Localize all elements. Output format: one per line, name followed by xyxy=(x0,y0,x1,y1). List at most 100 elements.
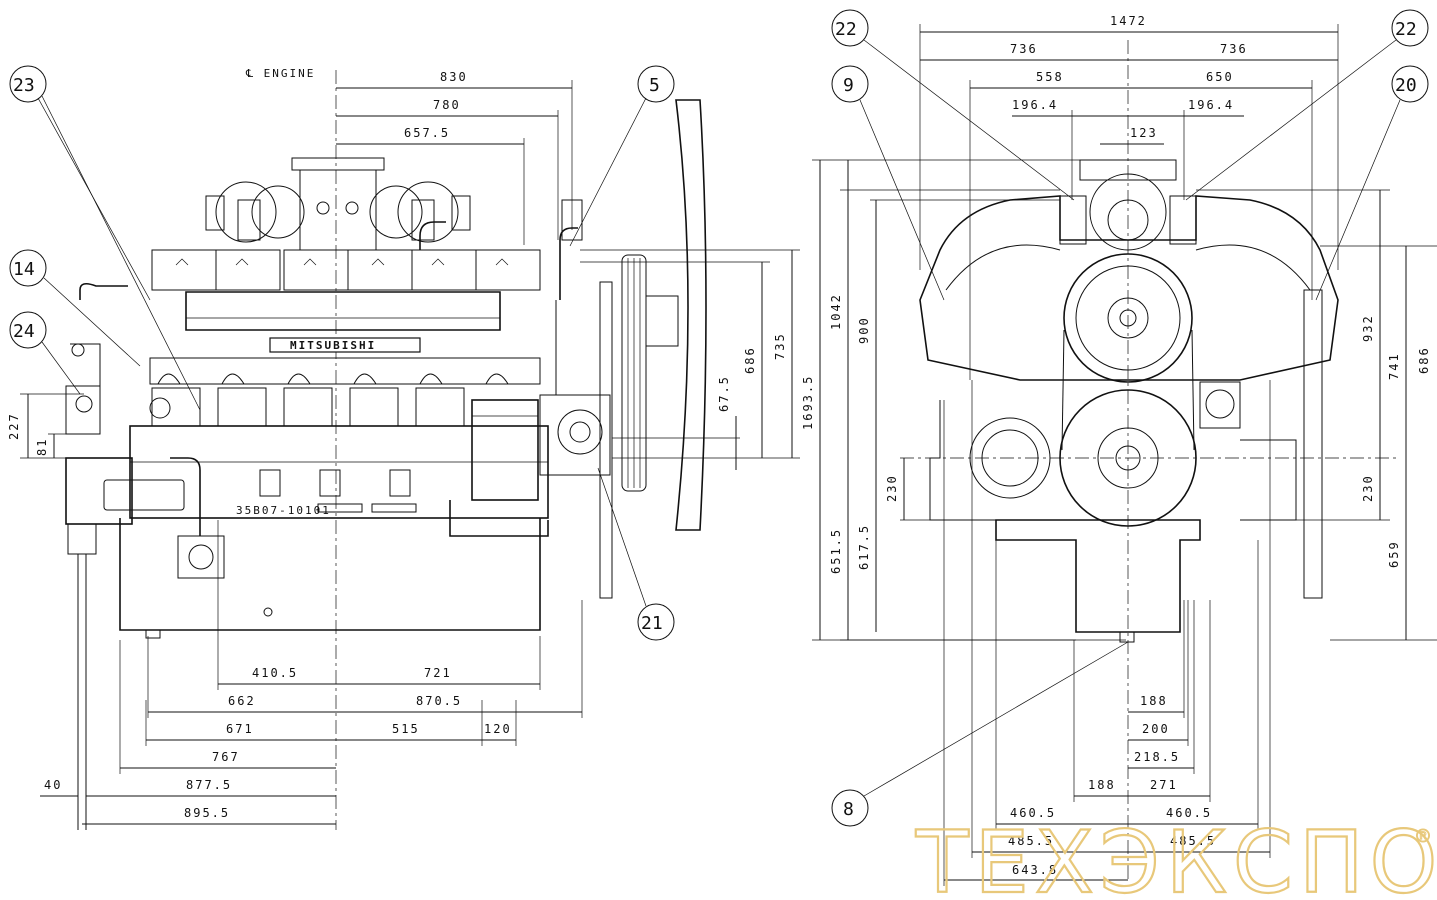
watermark: ТЕХЭКСПО ® xyxy=(914,812,1437,900)
crank-pulley xyxy=(599,254,647,599)
dim-558: 558 xyxy=(1036,70,1064,84)
svg-text:14: 14 xyxy=(13,259,35,280)
dim-895-5: 895.5 xyxy=(184,806,230,820)
callout-22-left: 22 xyxy=(831,9,1075,201)
callout-9: 9 xyxy=(831,65,945,301)
dim-123: 123 xyxy=(1130,126,1158,140)
dim-515: 515 xyxy=(392,722,420,736)
dim-485-5-right: 485.5 xyxy=(1170,834,1216,848)
front-left-pump xyxy=(969,417,1051,499)
front-crank-pulley xyxy=(1059,389,1197,527)
oil-filter-flange xyxy=(177,535,225,579)
dim-741: 741 xyxy=(1387,352,1401,380)
dim-460-5-left: 460.5 xyxy=(1010,806,1056,820)
dim-721: 721 xyxy=(424,666,452,680)
dim-780: 780 xyxy=(433,98,461,112)
fan-drive-pulley xyxy=(1063,253,1193,383)
water-pump-housing xyxy=(539,394,611,476)
dim-227: 227 xyxy=(7,412,21,440)
svg-text:20: 20 xyxy=(1395,75,1417,96)
dim-662: 662 xyxy=(228,694,256,708)
brand-plate xyxy=(269,337,421,353)
dim-460-5-right: 460.5 xyxy=(1166,806,1212,820)
front-view: 1472 736 736 558 650 196.4 196.4 123 xyxy=(812,9,1437,886)
svg-text:23: 23 xyxy=(13,75,35,96)
crankcase xyxy=(129,425,549,519)
dim-830: 830 xyxy=(440,70,468,84)
dim-650: 650 xyxy=(1206,70,1234,84)
front-exhaust-flange xyxy=(1079,159,1177,181)
dim-617-5: 617.5 xyxy=(857,524,871,570)
dim-671: 671 xyxy=(226,722,254,736)
callout-20: 20 xyxy=(1315,65,1429,301)
dim-932: 932 xyxy=(1361,314,1375,342)
dim-410-5: 410.5 xyxy=(252,666,298,680)
dim-870-5: 870.5 xyxy=(416,694,462,708)
dim-651-5: 651.5 xyxy=(829,528,843,574)
callout-22-right: 22 xyxy=(1185,9,1429,201)
dim-900: 900 xyxy=(857,316,871,344)
callout-23: 23 xyxy=(9,65,201,411)
heat-exchanger xyxy=(471,399,539,501)
dim-40: 40 xyxy=(44,778,62,792)
side-view: ℄ ENGINE 830 780 657.5 xyxy=(7,65,815,830)
dim-767: 767 xyxy=(212,750,240,764)
governor-actuator xyxy=(65,343,171,435)
svg-text:22: 22 xyxy=(1395,19,1417,40)
dim-230-left: 230 xyxy=(885,474,899,502)
callout-5: 5 xyxy=(569,65,675,247)
dim-736-right: 736 xyxy=(1220,42,1248,56)
dim-81: 81 xyxy=(35,438,49,456)
watermark-registered-mark: ® xyxy=(1414,826,1432,847)
dim-188-left: 188 xyxy=(1088,778,1116,792)
callout-14: 14 xyxy=(9,249,141,367)
dim-735: 735 xyxy=(773,332,787,360)
dim-736-left: 736 xyxy=(1010,42,1038,56)
turbocharger-right xyxy=(369,181,471,243)
dim-877-5: 877.5 xyxy=(186,778,232,792)
flywheel-housing xyxy=(65,457,133,525)
dim-230-right: 230 xyxy=(1361,474,1375,502)
dim-218-5: 218.5 xyxy=(1134,750,1180,764)
front-oil-pan xyxy=(995,519,1201,633)
dim-67-5: 67.5 xyxy=(717,375,731,412)
intake-manifold xyxy=(185,291,501,331)
starter-motor xyxy=(103,479,185,511)
dim-196-4-left: 196.4 xyxy=(1012,98,1058,112)
svg-text:24: 24 xyxy=(13,321,35,342)
watermark-text: ТЕХЭКСПО xyxy=(915,813,1437,900)
dim-271: 271 xyxy=(1150,778,1178,792)
engine-vee-banks xyxy=(919,195,1339,381)
dim-657-5: 657.5 xyxy=(404,126,450,140)
dim-1042: 1042 xyxy=(829,293,843,330)
svg-text:5: 5 xyxy=(649,75,660,96)
rocker-covers xyxy=(151,249,541,291)
dim-200: 200 xyxy=(1142,722,1170,736)
dim-1693-5: 1693.5 xyxy=(801,375,815,430)
dim-1472: 1472 xyxy=(1110,14,1147,28)
brand-label: MITSUBISHI xyxy=(290,339,376,352)
callout-8: 8 xyxy=(831,641,1129,827)
dim-188-right: 188 xyxy=(1140,694,1168,708)
svg-text:9: 9 xyxy=(843,75,854,96)
dim-196-4-right: 196.4 xyxy=(1188,98,1234,112)
dim-686-front: 686 xyxy=(1417,346,1431,374)
centerline-label: ℄ ENGINE xyxy=(245,67,315,80)
dim-120: 120 xyxy=(484,722,512,736)
svg-text:22: 22 xyxy=(835,19,857,40)
exhaust-outlet-flange xyxy=(291,157,385,171)
air-pipe xyxy=(419,221,446,250)
svg-text:21: 21 xyxy=(641,613,663,634)
dim-659: 659 xyxy=(1387,540,1401,568)
turbocharger-left xyxy=(205,181,305,243)
dim-643-8: 643.8 xyxy=(1012,863,1058,877)
model-label: 35B07-10101 xyxy=(236,504,331,517)
cooling-fan xyxy=(645,99,707,531)
dim-485-5-left: 485.5 xyxy=(1008,834,1054,848)
oil-pan xyxy=(119,518,541,631)
right-vertical-pipe xyxy=(1303,289,1323,599)
coolant-pipe xyxy=(559,227,578,300)
callout-21: 21 xyxy=(597,467,675,641)
callout-24: 24 xyxy=(9,311,81,395)
